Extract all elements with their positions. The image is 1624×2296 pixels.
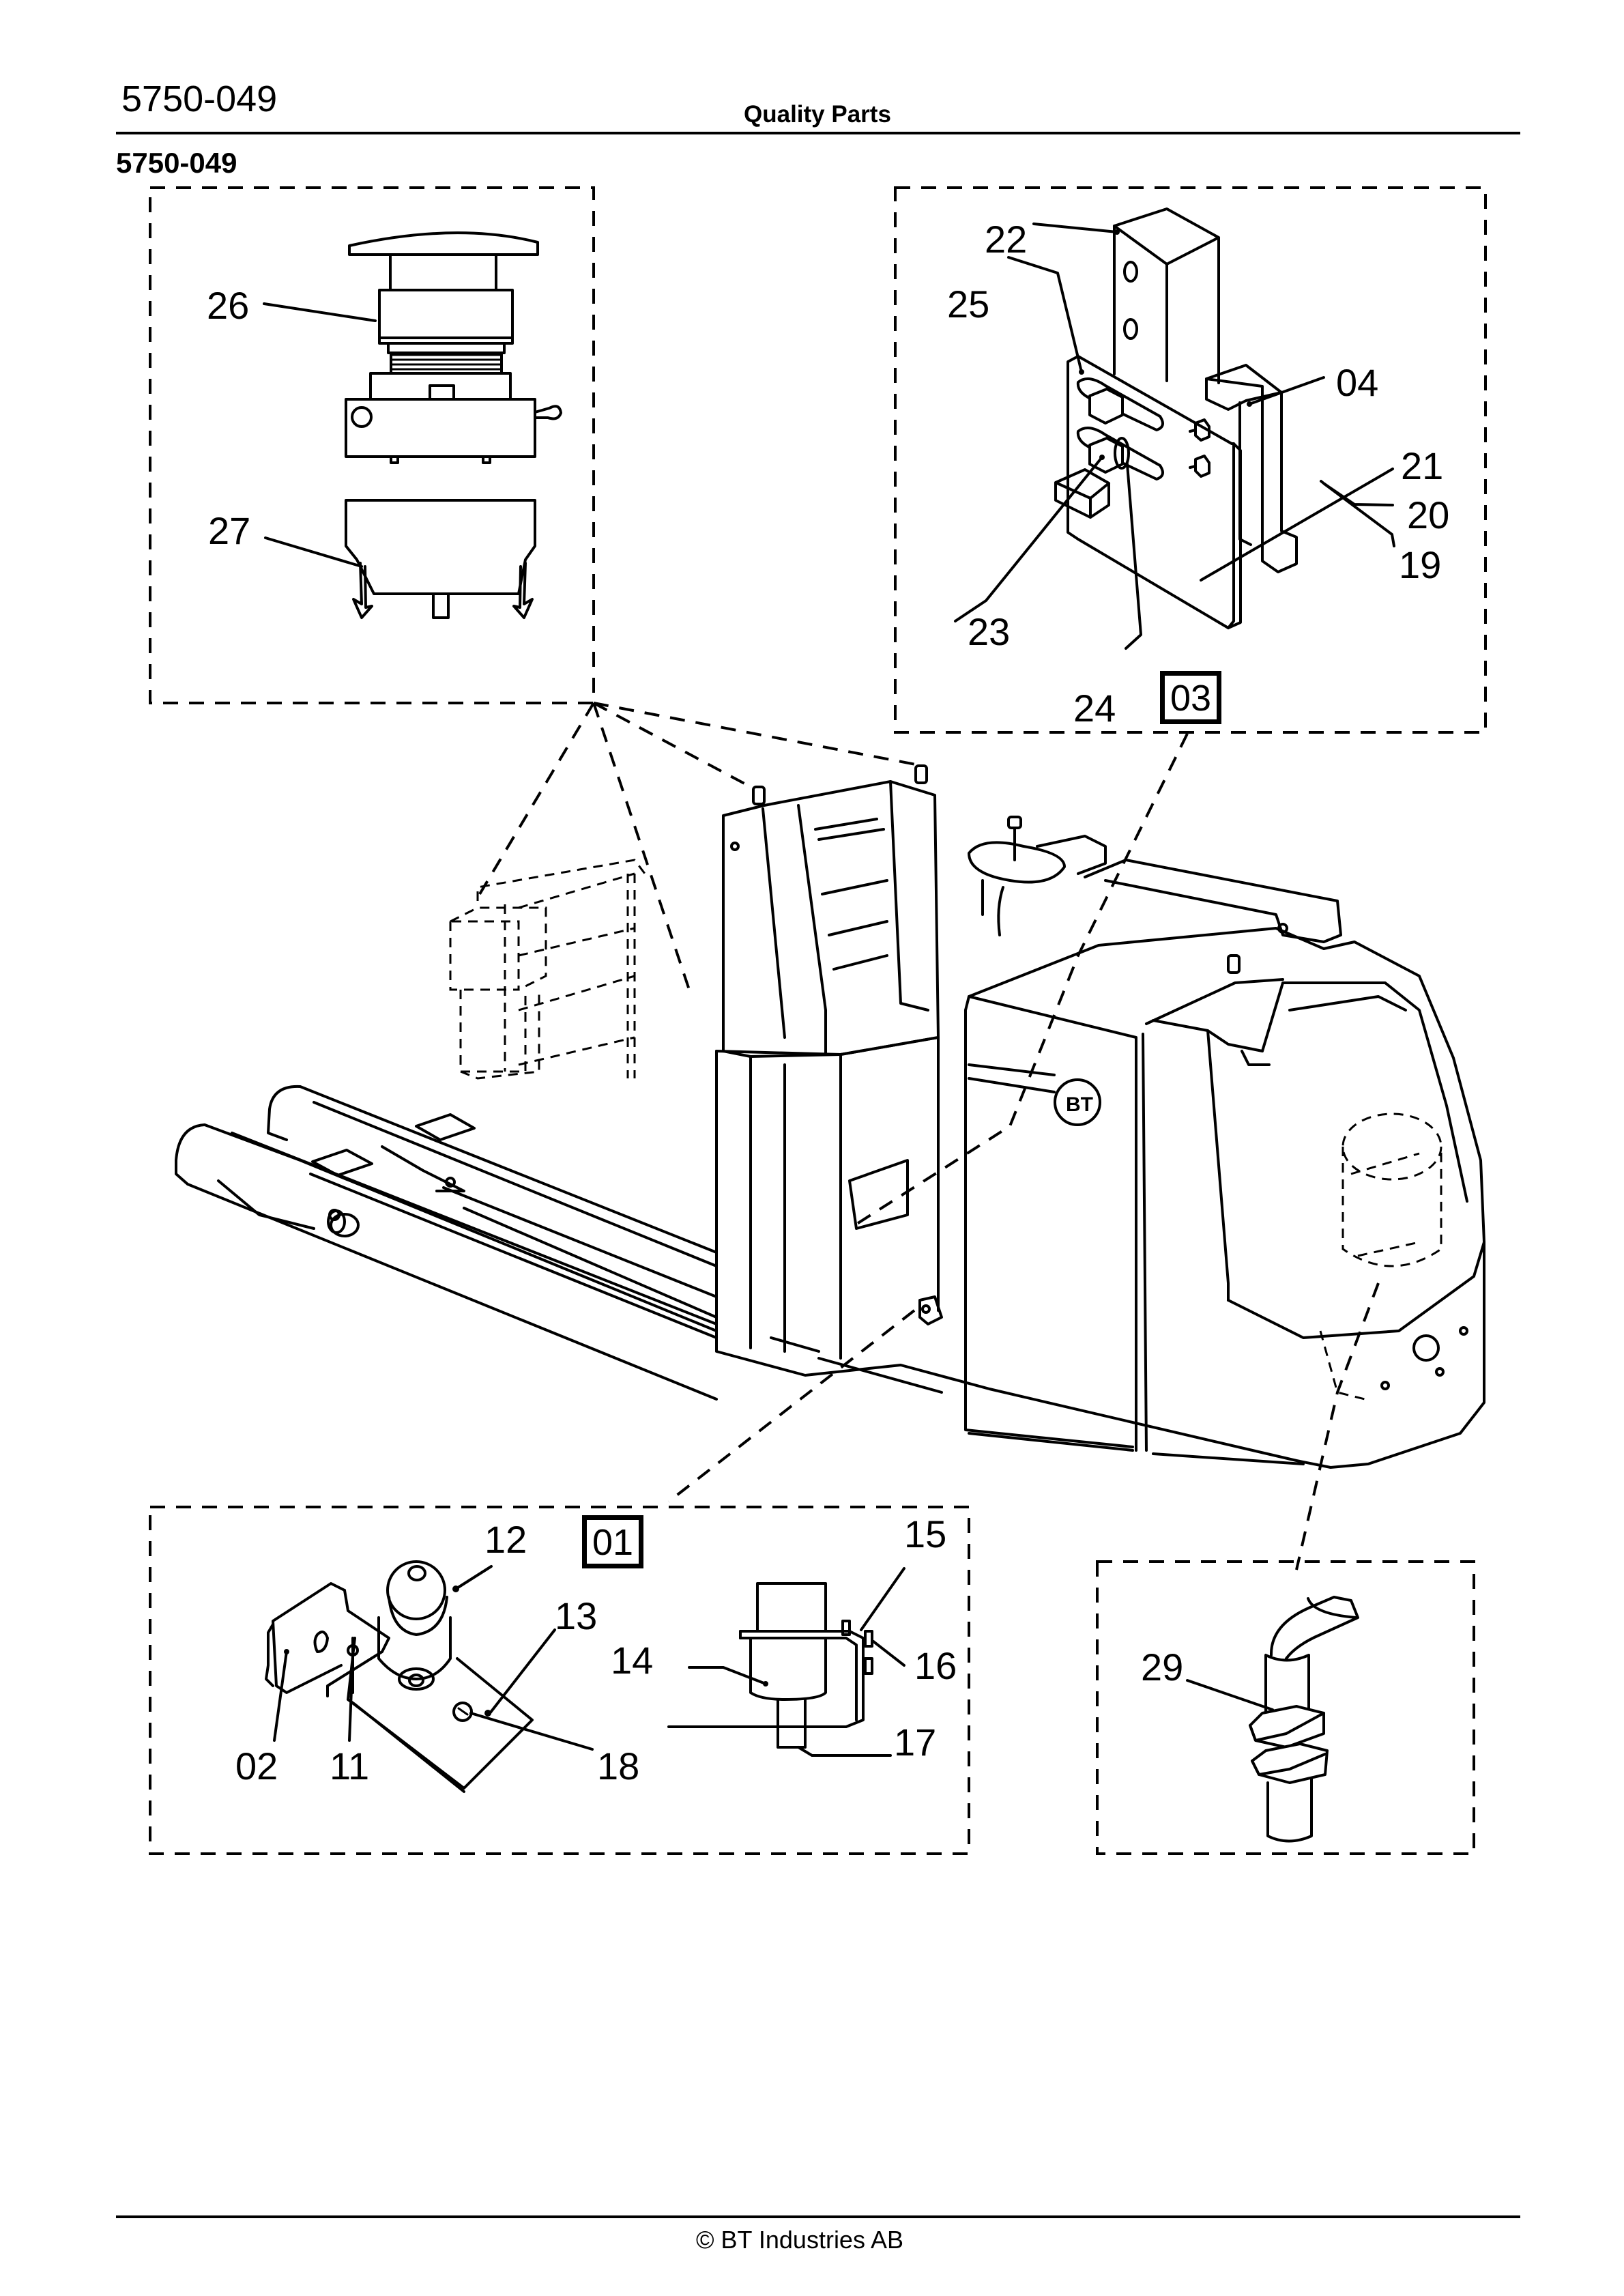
callout-27: 27 bbox=[208, 509, 251, 552]
platform-switch bbox=[918, 1295, 943, 1325]
sensor-nut-upper bbox=[1249, 1705, 1325, 1749]
callout-20: 20 bbox=[1407, 493, 1450, 536]
pallet-truck-overview: BT bbox=[175, 702, 1485, 1570]
clip-left bbox=[352, 562, 373, 619]
callout-02: 02 bbox=[235, 1745, 278, 1788]
callout-23: 23 bbox=[968, 610, 1011, 653]
switch-bracket bbox=[272, 1582, 346, 1694]
footer-divider bbox=[116, 2215, 1520, 2218]
detail-box-sensor bbox=[1096, 1560, 1475, 1855]
solenoid-top bbox=[386, 1560, 446, 1620]
tiller-knob bbox=[1007, 816, 1022, 829]
fork-window-left bbox=[311, 1149, 373, 1177]
detail-frame-emergency-stop bbox=[149, 186, 595, 704]
callout-17: 17 bbox=[894, 1721, 937, 1764]
copyright-notice: © BT Industries AB bbox=[696, 2226, 903, 2254]
mast-housing bbox=[715, 764, 1485, 1469]
detail-frame-sensor bbox=[1096, 1560, 1475, 1855]
callout-24: 24 bbox=[1073, 687, 1116, 730]
bolt-upper bbox=[1088, 388, 1124, 425]
stop-button-collar bbox=[378, 289, 514, 345]
detail-box-emergency-stop bbox=[149, 186, 595, 704]
stop-block bbox=[1054, 468, 1110, 519]
load-wheel bbox=[330, 1213, 360, 1237]
fork-window-right bbox=[415, 1113, 476, 1141]
view-reference-01: 01 bbox=[582, 1515, 644, 1568]
mast-outline bbox=[449, 859, 646, 1080]
sensor-nut-lower bbox=[1251, 1742, 1329, 1784]
callout-15: 15 bbox=[904, 1512, 947, 1555]
mast-top-knob-right bbox=[914, 764, 928, 784]
callout-18: 18 bbox=[597, 1745, 640, 1788]
callout-04: 04 bbox=[1336, 361, 1379, 404]
mounting-base bbox=[345, 499, 536, 595]
callout-21: 21 bbox=[1401, 444, 1444, 487]
truck-body: BT bbox=[918, 927, 1485, 1465]
view-reference-03: 03 bbox=[1160, 671, 1222, 724]
tiller-arm bbox=[968, 816, 1342, 943]
sensor-cable bbox=[1269, 1596, 1359, 1660]
mast-logo-plate bbox=[848, 1159, 909, 1230]
section-code: 5750-049 bbox=[116, 147, 237, 179]
document-title: Quality Parts bbox=[744, 101, 891, 128]
bt-logo-icon bbox=[1054, 1078, 1101, 1126]
callout-14: 14 bbox=[611, 1639, 654, 1682]
detail-frame-switch-assembly bbox=[149, 1506, 970, 1855]
detail-box-adjustment-bracket bbox=[894, 186, 1487, 734]
fork-right bbox=[267, 1085, 718, 1254]
base-plate bbox=[347, 1637, 534, 1790]
header-divider bbox=[116, 132, 1520, 134]
callout-19: 19 bbox=[1399, 543, 1442, 586]
mast-top-knob-left bbox=[752, 786, 766, 805]
relay-body bbox=[749, 1637, 827, 1701]
bt-logo-text: BT bbox=[1066, 1093, 1093, 1116]
callout-16: 16 bbox=[914, 1644, 957, 1687]
stop-button-neck bbox=[389, 253, 497, 291]
vertical-bar bbox=[1113, 207, 1220, 384]
callout-13: 13 bbox=[555, 1594, 598, 1637]
locking-lever bbox=[534, 405, 562, 420]
callout-leaders bbox=[476, 702, 1380, 1570]
callout-11: 11 bbox=[330, 1745, 370, 1788]
clamp-block bbox=[1205, 364, 1298, 573]
callout-12: 12 bbox=[484, 1518, 527, 1561]
callout-29: 29 bbox=[1141, 1646, 1184, 1689]
fork-left bbox=[175, 1123, 718, 1401]
adjustment-plate bbox=[1067, 355, 1235, 629]
document-code: 5750-049 bbox=[121, 78, 278, 119]
sensor-thread bbox=[1266, 1777, 1313, 1843]
contact-block bbox=[345, 398, 536, 458]
bt-logo-small bbox=[1412, 1334, 1440, 1362]
callout-25: 25 bbox=[947, 283, 990, 326]
clip-right bbox=[512, 562, 534, 619]
stop-button-cap bbox=[348, 231, 539, 256]
body-top-knob bbox=[1227, 954, 1241, 974]
detail-frame-adjustment-bracket bbox=[894, 186, 1487, 734]
relay-top bbox=[756, 1582, 827, 1633]
detail-box-switch-assembly bbox=[149, 1506, 970, 1855]
fork-left-edge bbox=[231, 1132, 718, 1339]
callout-26: 26 bbox=[207, 284, 250, 327]
callout-22: 22 bbox=[985, 218, 1028, 261]
